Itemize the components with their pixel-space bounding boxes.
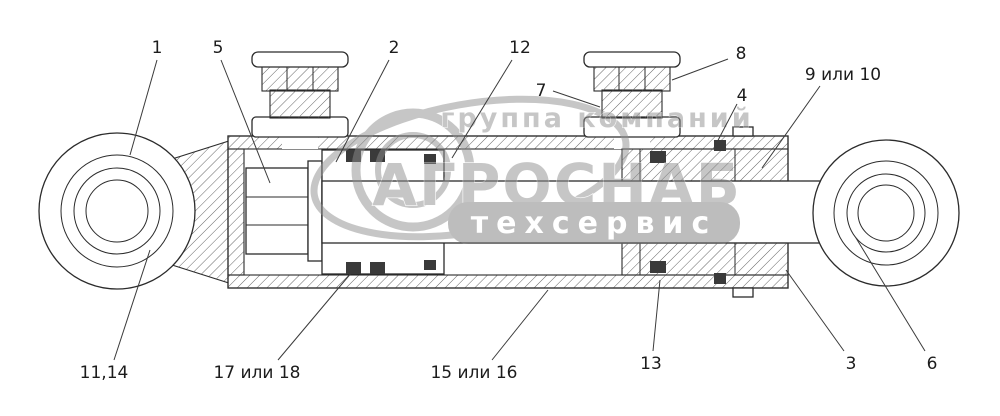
leader-line xyxy=(277,271,353,361)
port-fitting-right xyxy=(583,51,681,138)
gland-lower xyxy=(621,242,789,276)
gland-seal xyxy=(714,140,726,151)
part-label: 3 xyxy=(846,354,857,374)
part-label: 9 или 10 xyxy=(805,65,881,85)
gland-upper xyxy=(621,148,789,182)
fitting-base-flange xyxy=(251,116,349,138)
right-eye-bore xyxy=(857,184,915,242)
right-eye-ball xyxy=(846,173,926,253)
leader-line xyxy=(785,269,845,352)
part-label: 8 xyxy=(736,44,747,64)
retainer-top xyxy=(732,126,754,137)
labels-layer: 1 5 2 12 7 8 4 9 или 10 11,14 17 или 18 15 или 16 1… xyxy=(80,38,938,383)
barrel-bottom-wall xyxy=(227,274,789,289)
leader-line xyxy=(652,279,661,352)
part-label: 1 xyxy=(152,38,163,58)
gland-seal xyxy=(650,151,666,163)
left-eye-outer-ring xyxy=(38,132,196,290)
left-eye-ring xyxy=(60,154,174,268)
leader-line xyxy=(335,59,390,163)
gland-seal xyxy=(650,261,666,273)
part-label: 17 или 18 xyxy=(213,363,300,383)
leader-line xyxy=(671,58,729,81)
leader-line xyxy=(761,85,821,169)
leader-line xyxy=(113,249,151,361)
retainer-bottom xyxy=(732,287,754,298)
port-gap-left xyxy=(282,137,318,149)
right-eye-outer-ring xyxy=(812,139,960,287)
barrel-left-cap xyxy=(227,148,245,276)
watermark-line1: группа компаний xyxy=(440,103,753,134)
leader-line xyxy=(552,90,601,108)
port-gap-right xyxy=(614,137,650,149)
leader-line xyxy=(220,59,271,184)
fitting-neck xyxy=(269,89,331,119)
leader-line xyxy=(129,59,158,156)
leader-line xyxy=(855,237,926,352)
piston-nut xyxy=(245,167,309,255)
piston-seal xyxy=(370,262,385,274)
left-eye-bore xyxy=(85,179,149,243)
part-label: 11,14 xyxy=(80,363,129,383)
watermark: группа компаний АГРОСНАБ техсервис xyxy=(310,95,753,244)
gland-seal xyxy=(714,273,726,284)
fitting-hex xyxy=(593,65,671,92)
part-label: 13 xyxy=(640,354,662,374)
right-eye-ring xyxy=(833,160,939,266)
fitting-hex xyxy=(261,65,339,92)
part-label: 12 xyxy=(509,38,531,58)
watermark-line3: техсервис xyxy=(471,206,717,241)
fitting-top-flange xyxy=(583,51,681,68)
part-label: 15 или 16 xyxy=(430,363,517,383)
piston-seal xyxy=(346,262,361,274)
leader-line xyxy=(713,103,738,149)
fitting-top-flange xyxy=(251,51,349,68)
left-eye-ball xyxy=(73,167,161,255)
leader-line xyxy=(491,289,549,361)
leader-line xyxy=(451,59,513,159)
piston-seal xyxy=(424,260,436,270)
part-label: 2 xyxy=(389,38,400,58)
logo-inner-circle xyxy=(375,132,451,208)
watermark-box xyxy=(448,202,740,244)
part-label: 6 xyxy=(927,354,938,374)
port-fitting-left xyxy=(251,51,349,138)
piston-seal xyxy=(424,154,436,164)
part-label: 7 xyxy=(536,81,547,101)
part-label: 5 xyxy=(213,38,224,58)
part-label: 4 xyxy=(737,86,748,106)
